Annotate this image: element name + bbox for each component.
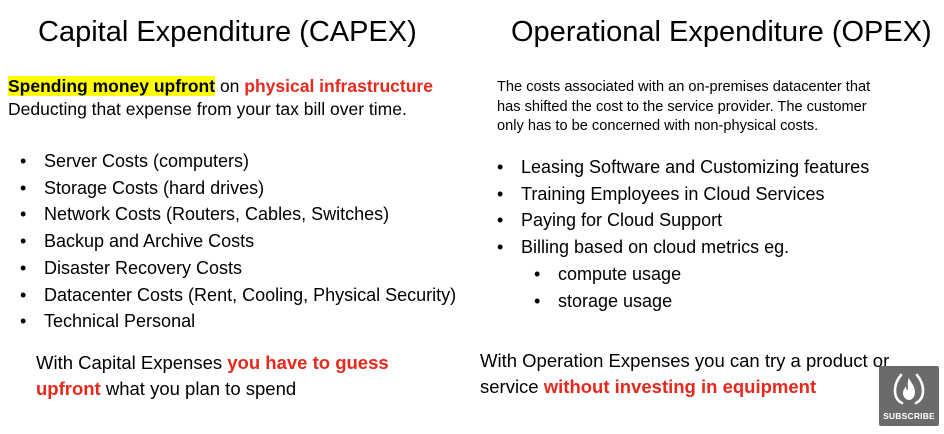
capex-intro-highlight: Spending money upfront [8,76,216,96]
list-item: •Storage Costs (hard drives) [20,175,456,202]
bullet-icon: • [497,157,504,177]
bullet-icon: • [20,257,27,278]
subscribe-button[interactable]: SUBSCRIBE [879,366,939,426]
capex-title: Capital Expenditure (CAPEX) [38,16,417,48]
opex-footer-emphasis: without investing in equipment [543,376,817,397]
bullet-icon: • [20,284,27,305]
opex-intro: The costs associated with an on-premises… [497,79,871,134]
bullet-icon: • [20,311,27,332]
list-item: •Backup and Archive Costs [20,228,456,255]
capex-intro-line2: Deducting that expense from your tax bil… [8,99,407,119]
opex-title: Operational Expenditure (OPEX) [511,16,932,48]
capex-intro: Spending money upfront on physical infra… [8,75,433,121]
subscribe-label: SUBSCRIBE [883,411,935,421]
list-item: •Training Employees in Cloud Services [497,181,869,208]
capex-footer-emphasis-2: upfront [36,378,101,399]
list-item: •Network Costs (Routers, Cables, Switche… [20,201,456,228]
bullet-icon: • [497,237,504,258]
list-item: •Billing based on cloud metrics eg. [497,234,869,261]
list-item: •Server Costs (computers) [20,148,456,175]
bullet-icon: • [20,204,27,225]
opex-footer: With Operation Expenses you can try a pr… [480,350,890,397]
list-item: •Technical Personal [20,308,456,335]
capex-cost-list: •Server Costs (computers) •Storage Costs… [20,148,456,335]
bullet-icon: • [497,183,504,204]
list-item: •Datacenter Costs (Rent, Cooling, Physic… [20,282,456,309]
capex-intro-connector: on [215,76,245,96]
fire-icon [893,373,925,405]
bullet-icon: • [20,151,27,171]
capex-footer: With Capital Expenses you have to guess … [36,352,389,399]
list-item: •Paying for Cloud Support [497,207,869,234]
bullet-icon: • [534,290,541,311]
list-item: •Leasing Software and Customizing featur… [497,154,869,181]
sub-list-item: •compute usage [534,261,869,288]
bullet-icon: • [534,263,541,284]
bullet-icon: • [497,210,504,231]
sub-list-item: •storage usage [534,288,869,315]
capex-intro-emphasis: physical infrastructure [244,76,433,96]
opex-cost-list: •Leasing Software and Customizing featur… [497,154,869,315]
bullet-icon: • [20,177,27,198]
list-item: •Disaster Recovery Costs [20,255,456,282]
capex-footer-emphasis: you have to guess [227,352,389,373]
bullet-icon: • [20,231,27,252]
